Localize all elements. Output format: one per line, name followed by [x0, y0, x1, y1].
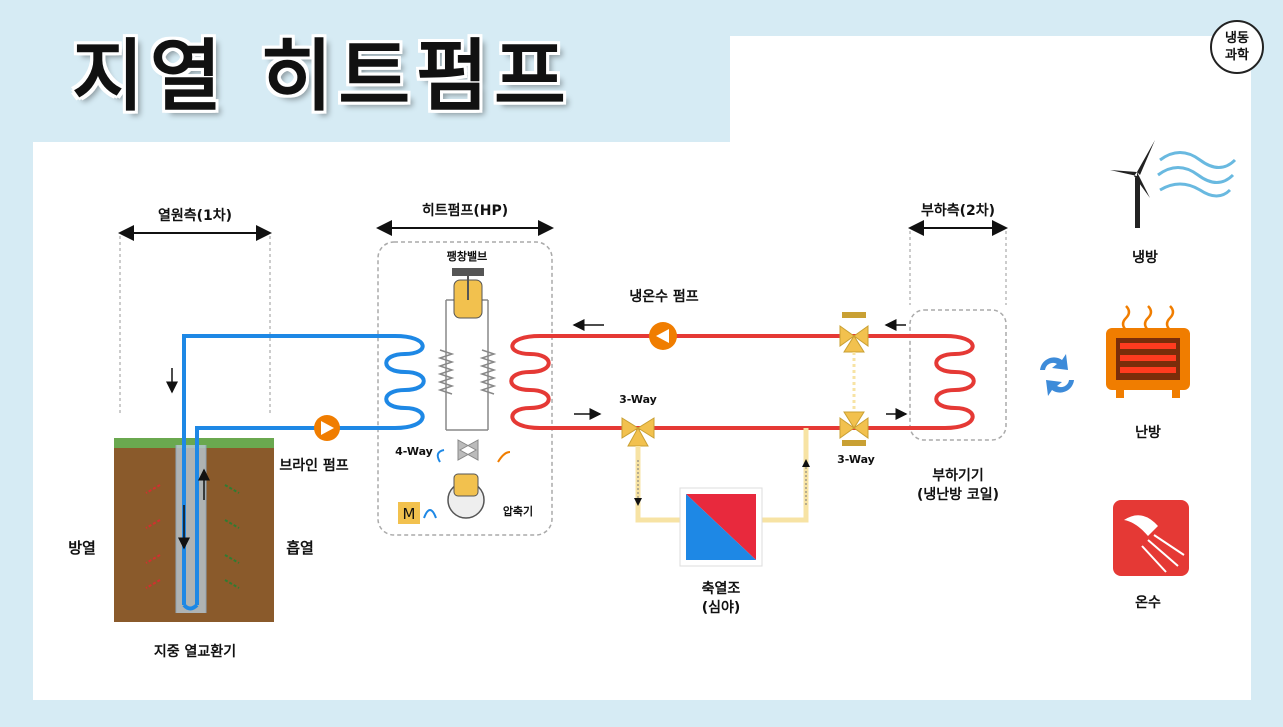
brine-pump-label: 브라인 펌프: [279, 457, 348, 474]
storage-tank-sub-label: (심야): [702, 599, 741, 616]
load-side-span: [908, 220, 1008, 305]
heat-pump-box: [377, 241, 553, 536]
cooling-turbine-icon: [1110, 140, 1237, 228]
chiller-pump-icon: [649, 322, 677, 350]
expansion-valve-label: 팽창밸브: [447, 249, 487, 263]
chiller-pump-label: 냉온수 펌프: [629, 288, 698, 305]
motor-label: M: [403, 505, 416, 523]
three-way-right-label: 3-Way: [837, 453, 875, 466]
condenser-coil: [509, 334, 551, 430]
heating-heater-icon: [1106, 305, 1190, 398]
four-way-hot-arrow: [497, 451, 511, 463]
hot-water-shower-icon: [1113, 500, 1189, 576]
heat-absorb-label: 흡열: [286, 539, 314, 557]
evaporator-coil: [384, 334, 426, 430]
load-device-box: [909, 309, 1007, 441]
source-side-label: 열원측(1차): [158, 207, 232, 224]
four-way-valve-icon: [457, 439, 479, 461]
load-unit-label: 부하기기: [932, 467, 984, 484]
compressor-label: 압축기: [503, 504, 533, 518]
logo-badge: 냉동 과학: [1210, 20, 1264, 74]
ground-hx-label: 지중 열교환기: [154, 643, 236, 660]
swap-arrows-icon: [1040, 354, 1074, 396]
load-side-label: 부하측(2차): [921, 202, 995, 219]
storage-tank-icon: [679, 487, 763, 567]
load-loop: [540, 334, 945, 430]
cooling-label: 냉방: [1132, 249, 1158, 266]
compressor-icon: [447, 473, 485, 519]
hot-water-label: 온수: [1135, 595, 1161, 611]
brine-pump-icon: [314, 415, 340, 441]
page-title: 지열 히트펌프: [72, 32, 572, 122]
motor-icon: M: [398, 502, 437, 524]
three-way-valve-top-icon: [839, 312, 869, 353]
source-side-span: [118, 225, 272, 415]
four-way-label: 4-Way: [395, 445, 433, 458]
load-unit-sub-label: (냉난방 코일): [917, 486, 999, 503]
storage-tank-label: 축열조: [702, 580, 741, 597]
three-way-valve-right-icon: [839, 411, 869, 446]
ground-block: [114, 438, 274, 622]
heat-release-label: 방열: [68, 539, 96, 557]
heat-pump-label: 히트펌프(HP): [422, 202, 508, 219]
three-way-left-label: 3-Way: [619, 393, 657, 406]
diagram-card-top: [730, 36, 1251, 146]
storage-tank-lines: [635, 428, 809, 523]
refrigerant-circuit: [437, 299, 497, 431]
heating-label: 난방: [1135, 424, 1161, 441]
expansion-valve-icon: [452, 268, 484, 319]
load-coil: [934, 334, 976, 430]
logo-line-2: 과학: [1225, 48, 1249, 63]
three-way-valve-left-icon: [621, 417, 655, 447]
four-way-cold-arrow: [436, 449, 445, 463]
logo-line-1: 냉동: [1225, 31, 1249, 46]
